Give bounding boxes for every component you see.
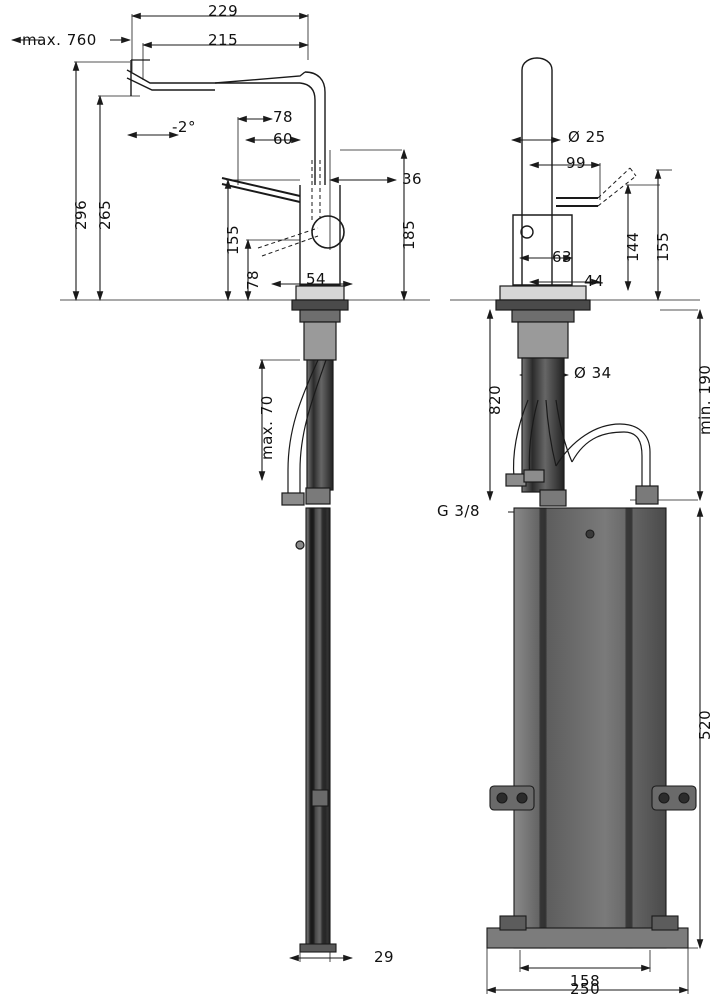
- dim-820: 820: [486, 384, 504, 415]
- front-view-base: [291, 285, 349, 550]
- front-view-column: [299, 507, 337, 953]
- dim-max-70: max. 70: [258, 395, 276, 460]
- front-view-hose: [281, 359, 331, 506]
- dim-54: 54: [306, 270, 327, 288]
- dim-229: 229: [208, 2, 239, 20]
- dim-d34: Ø 34: [574, 364, 612, 382]
- dim-185: 185: [400, 219, 418, 250]
- side-view-geometry: [512, 57, 637, 286]
- dimension-lines-front: [10, 12, 430, 962]
- dim-144: 144: [624, 231, 642, 262]
- dim-g38: G 3/8: [437, 502, 481, 520]
- side-view-hoses: [505, 399, 659, 507]
- dim-99: 99: [566, 154, 587, 172]
- dim-215: 215: [208, 31, 239, 49]
- dim-265: 265: [96, 199, 114, 230]
- dim-63: 63: [552, 248, 573, 266]
- dim-44: 44: [584, 272, 605, 290]
- dim-155-front: 155: [224, 224, 242, 255]
- dim-36: 36: [402, 170, 423, 188]
- dim-520: 520: [696, 709, 714, 740]
- dim-155-side: 155: [654, 231, 672, 262]
- dim-296: 296: [72, 199, 90, 230]
- front-view-geometry: [126, 59, 345, 286]
- dim-d25: Ø 25: [568, 128, 606, 146]
- side-view-base: [495, 285, 591, 493]
- dim-78-top: 78: [273, 108, 294, 126]
- dim-29: 29: [374, 948, 395, 966]
- dim-60: 60: [273, 130, 294, 148]
- dim-250: 250: [570, 980, 601, 998]
- dim-max-760: max. 760: [22, 31, 97, 49]
- dim-min-190: min. 190: [696, 364, 714, 435]
- dim-78-low: 78: [244, 269, 262, 290]
- side-view-box: [486, 507, 697, 949]
- dim-158: 158: [570, 972, 601, 990]
- dim-angle: -2°: [172, 118, 196, 136]
